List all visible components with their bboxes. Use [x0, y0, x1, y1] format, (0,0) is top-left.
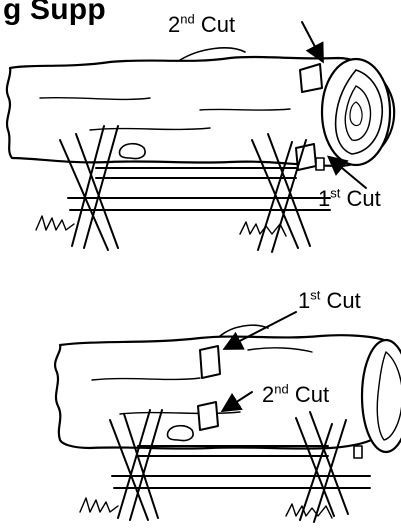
bottom-label-2nd-cut: 2nd Cut: [262, 381, 330, 407]
top-arrow-2nd-cut: [301, 21, 324, 64]
bottom-label-1st-cut: 1st Cut: [298, 287, 361, 313]
bottom-arrow-2nd-cut: [220, 391, 253, 413]
top-sawhorse-left-legs: [59, 125, 119, 251]
cropped-heading: g Supp: [3, 0, 106, 26]
bottom-log-end: [360, 338, 401, 454]
top-arrow-1st-cut: [326, 155, 367, 189]
bottom-diagram: [54, 311, 401, 523]
bottom-sawhorse-right-legs: [295, 411, 349, 523]
top-cut-upper: [299, 63, 323, 93]
top-diagram: [5, 21, 396, 253]
bottom-arrow-1st-cut: [222, 311, 297, 350]
top-sawhorse-rails: [67, 167, 331, 211]
top-label-1st-cut: 1st Cut: [318, 185, 381, 211]
top-sawhorse-right-legs: [251, 133, 311, 253]
bottom-cut-lower: [197, 401, 219, 431]
bottom-log-outline: [54, 334, 400, 450]
top-label-2nd-cut: 2nd Cut: [168, 11, 236, 37]
bottom-sawhorse-rails: [111, 445, 371, 489]
top-log-end: [320, 57, 392, 167]
bottom-sawhorse-left-legs: [109, 409, 163, 521]
bottom-cut-upper: [199, 345, 221, 379]
